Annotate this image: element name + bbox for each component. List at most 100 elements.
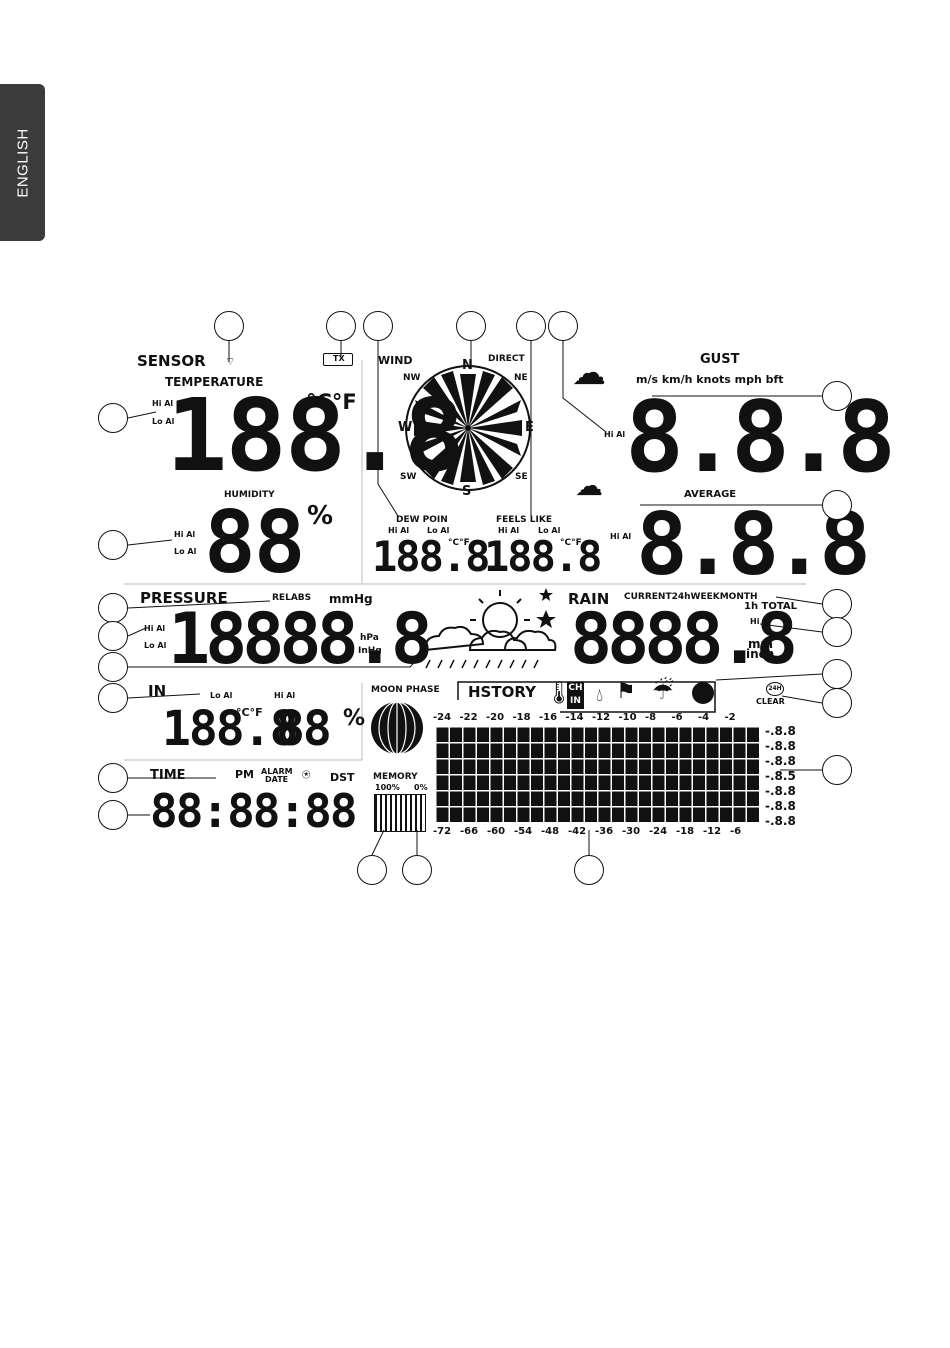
- memory-full: 100%: [375, 783, 400, 792]
- history-cell: [450, 759, 462, 774]
- history-cell: [571, 743, 584, 758]
- history-cell: [625, 727, 638, 742]
- history-cell: [679, 775, 692, 790]
- history-cell: [639, 759, 651, 774]
- history-cell: [544, 775, 557, 790]
- history-cell: [679, 807, 692, 822]
- history-cell: [571, 807, 584, 822]
- pressure-value: 18888.8: [168, 598, 433, 680]
- temperature-units: °C°F: [306, 390, 357, 414]
- history-cell: [679, 759, 692, 774]
- history-cell: [612, 743, 624, 758]
- callout-marker: [548, 311, 578, 341]
- history-cell: [693, 807, 705, 822]
- history-cell: [612, 791, 624, 806]
- history-cell: [585, 775, 597, 790]
- top-axis-tick: -16: [539, 712, 558, 723]
- history-cell: [720, 775, 732, 790]
- history-cell: [544, 807, 557, 822]
- average-title: AVERAGE: [684, 489, 737, 500]
- history-cell: [598, 727, 611, 742]
- history-cell: [733, 775, 746, 790]
- top-axis-tick: -8: [645, 712, 657, 723]
- history-cell: [652, 807, 665, 822]
- feels-like-value: 188.8: [484, 532, 602, 581]
- callout-marker: [98, 530, 128, 560]
- compass-nw: NW: [403, 373, 421, 383]
- dew-point-units: °C°F: [448, 538, 470, 548]
- history-cell: [490, 791, 503, 806]
- history-cell: [544, 743, 557, 758]
- humidity-drop-icon: 💧︎: [596, 685, 604, 705]
- ch-label: CH: [568, 683, 583, 693]
- history-cell: [558, 743, 570, 758]
- history-cell: [477, 727, 489, 742]
- history-cell: [666, 743, 678, 758]
- feels-like-units: °C°F: [560, 538, 582, 548]
- callout-marker: [326, 311, 356, 341]
- battery-tx-label: TX: [333, 354, 345, 363]
- pressure-relabs: RELABS: [272, 593, 312, 603]
- indoor-lo-al: Lo Al: [210, 691, 233, 700]
- history-cell: [612, 727, 624, 742]
- history-cell: [490, 759, 503, 774]
- feels-like-lo-al: Lo Al: [538, 526, 561, 535]
- scale-tick: -.8.8: [765, 754, 796, 768]
- time-pm: PM: [235, 768, 255, 781]
- callout-marker: [822, 617, 852, 647]
- h24-icon: 24H: [766, 682, 784, 696]
- callout-marker: [98, 683, 128, 713]
- history-cell: [639, 807, 651, 822]
- time-dst: DST: [330, 771, 355, 784]
- callout-marker: [98, 652, 128, 682]
- history-cell: [652, 775, 665, 790]
- history-cell: [733, 727, 746, 742]
- history-cell: [706, 759, 719, 774]
- callout-marker: [357, 855, 387, 885]
- top-axis-tick: -14: [565, 712, 584, 723]
- scale-tick: -.8.8: [765, 724, 796, 738]
- scale-tick: -.8.8: [765, 739, 796, 753]
- bottom-axis-tick: -48: [541, 826, 560, 837]
- wave-cloud-icon: ☁: [575, 470, 603, 501]
- callout-leader: [781, 695, 823, 704]
- bottom-axis-tick: -12: [703, 826, 722, 837]
- history-cell: [720, 791, 732, 806]
- top-axis-tick: -6: [671, 712, 683, 723]
- history-cell: [571, 791, 584, 806]
- history-cell: [598, 743, 611, 758]
- history-cell: [544, 727, 557, 742]
- callout-marker: [574, 855, 604, 885]
- history-cell: [585, 759, 597, 774]
- humidity-unit: %: [307, 501, 334, 531]
- dcf-signal-icon: ⍟: [302, 766, 311, 782]
- gust-value: 8.8.8: [625, 381, 896, 495]
- history-cell: [436, 727, 449, 742]
- history-cell: [639, 791, 651, 806]
- callout-marker: [98, 763, 128, 793]
- rain-hi-al: Hi Al: [750, 617, 772, 626]
- indoor-title: IN: [148, 682, 167, 700]
- callout-marker: [214, 311, 244, 341]
- pressure-title: PRESSURE: [140, 589, 228, 607]
- callout-leader: [377, 341, 399, 517]
- history-cell: [598, 775, 611, 790]
- history-cell: [666, 791, 678, 806]
- history-cell: [531, 727, 543, 742]
- callout-leader: [371, 829, 385, 856]
- history-cell: [693, 743, 705, 758]
- history-cell: [693, 759, 705, 774]
- scale-tick: -.8.8: [765, 814, 796, 828]
- top-axis-tick: -10: [618, 712, 637, 723]
- history-cell: [733, 791, 746, 806]
- rain-cloud-icon: ☔︎: [652, 678, 674, 705]
- history-cell: [666, 727, 678, 742]
- moon-phase-title: MOON PHASE: [371, 685, 440, 695]
- pressure-unit-mmhg: mmHg: [329, 592, 373, 606]
- history-cell: [558, 775, 570, 790]
- callout-marker: [98, 403, 128, 433]
- history-cell: [625, 791, 638, 806]
- pressure-unit-hpa: hPa: [360, 633, 379, 643]
- bottom-axis-tick: -36: [595, 826, 614, 837]
- dew-point-value: 188.8: [372, 532, 490, 581]
